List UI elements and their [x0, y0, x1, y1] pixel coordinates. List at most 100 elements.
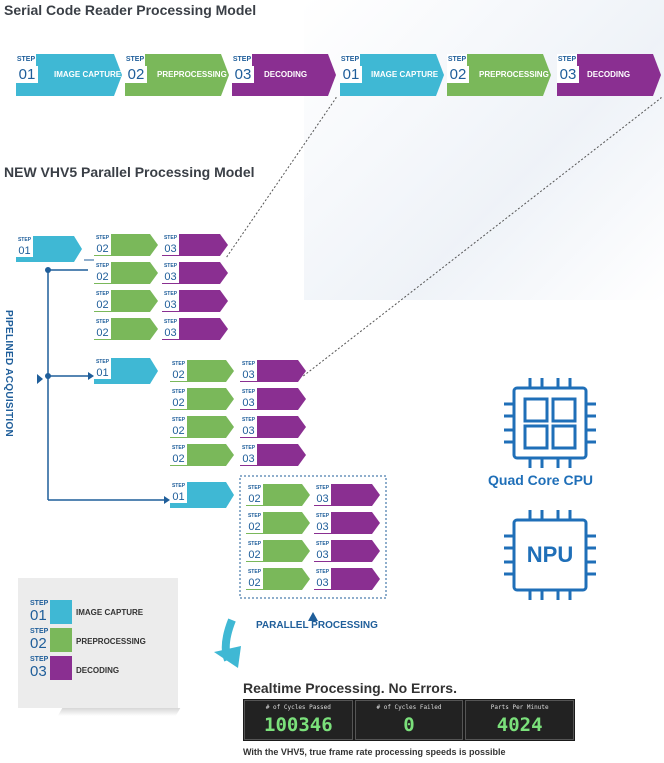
step-number: 01: [340, 66, 362, 83]
stats-panel: # of Cycles Passed 100346 # of Cycles Fa…: [243, 699, 575, 741]
stat-label: # of Cycles Failed: [376, 704, 442, 711]
step-word: STEP: [170, 388, 187, 397]
step-number: 02: [246, 493, 263, 505]
step-number: 02: [94, 327, 111, 339]
step-label: PREPROCESSING: [479, 70, 549, 79]
parallel-group-outline: [239, 475, 387, 599]
step-number: 02: [246, 577, 263, 589]
step-word: STEP: [125, 54, 145, 66]
step-number: 03: [240, 369, 257, 381]
step-word: STEP: [170, 444, 187, 453]
legend-shadow: [57, 708, 181, 716]
step-word: STEP: [170, 482, 187, 491]
acquisition-arrow: [37, 374, 43, 384]
step-number: 01: [16, 66, 38, 83]
step-number: 03: [162, 271, 179, 283]
step-number: 02: [94, 271, 111, 283]
step-word: STEP: [246, 512, 263, 521]
step-word: STEP: [94, 318, 111, 327]
step-word: STEP: [94, 262, 111, 271]
pipelined-acquisition-label: PIPELINED ACQUISITION: [3, 310, 14, 438]
legend-swatch-capture: [50, 600, 72, 624]
cpu-label: Quad Core CPU: [488, 472, 594, 488]
serial-step-capture: STEP 01 IMAGE CAPTURE: [16, 54, 122, 96]
parallel-processing-label: PARALLEL PROCESSING: [256, 620, 378, 631]
realtime-title: Realtime Processing. No Errors.: [243, 680, 457, 696]
step-number: 01: [94, 367, 111, 379]
step-word: STEP: [232, 54, 252, 66]
serial-step-preprocess-2: STEP 02 PREPROCESSING: [447, 54, 551, 96]
step-number: 03: [314, 493, 331, 505]
step-word: STEP: [314, 512, 331, 521]
step-word: STEP: [240, 444, 257, 453]
stat-value: 4024: [496, 714, 543, 736]
npu-text: NPU: [526, 542, 574, 567]
step-word: STEP: [16, 236, 33, 245]
serial-to-parallel-link-2: [301, 97, 662, 378]
step-label: DECODING: [587, 70, 631, 79]
step-word: STEP: [94, 290, 111, 299]
step-number: 02: [125, 66, 147, 83]
step-word: STEP: [246, 568, 263, 577]
step-number: 02: [94, 243, 111, 255]
step-number: 01: [170, 491, 187, 503]
step-number: 02: [94, 299, 111, 311]
step-number: 03: [240, 397, 257, 409]
serial-to-parallel-link-1: [225, 97, 337, 259]
step-word: STEP: [557, 54, 577, 66]
step-word: STEP: [246, 540, 263, 549]
step-word: STEP: [246, 484, 263, 493]
step-word: STEP: [340, 54, 360, 66]
step-word: STEP: [240, 360, 257, 369]
step-word: STEP: [170, 360, 187, 369]
step-word: STEP: [16, 54, 36, 66]
step-label: DECODING: [264, 70, 308, 79]
step-word: STEP: [314, 568, 331, 577]
legend-label-decode: DECODING: [76, 666, 120, 675]
parallel-title: NEW VHV5 Parallel Processing Model: [4, 164, 255, 180]
serial-step-decode: STEP 03 DECODING: [232, 54, 336, 96]
legend-label-capture: IMAGE CAPTURE: [76, 608, 144, 617]
step-number: 03: [240, 453, 257, 465]
step-number: 02: [170, 425, 187, 437]
step-number: 03: [314, 549, 331, 561]
step-word: STEP: [447, 54, 467, 66]
step-number: 03: [314, 521, 331, 533]
step-word: STEP: [240, 388, 257, 397]
step-number: 03: [162, 327, 179, 339]
step-number: 02: [170, 369, 187, 381]
step-number: 03: [240, 425, 257, 437]
stat-cycles-passed: # of Cycles Passed 100346: [244, 700, 353, 740]
step-word: STEP: [94, 358, 111, 367]
step-word: STEP: [170, 416, 187, 425]
cpu-chip-icon: [504, 378, 596, 468]
legend: [18, 578, 178, 708]
step-word: STEP: [162, 234, 179, 243]
step-number: 02: [170, 397, 187, 409]
legend-swatch-decode: [50, 656, 72, 680]
stat-parts-per-minute: Parts Per Minute 4024: [465, 700, 575, 740]
legend-swatch-preprocess: [50, 628, 72, 652]
legend-label-preprocess: PREPROCESSING: [76, 637, 146, 646]
